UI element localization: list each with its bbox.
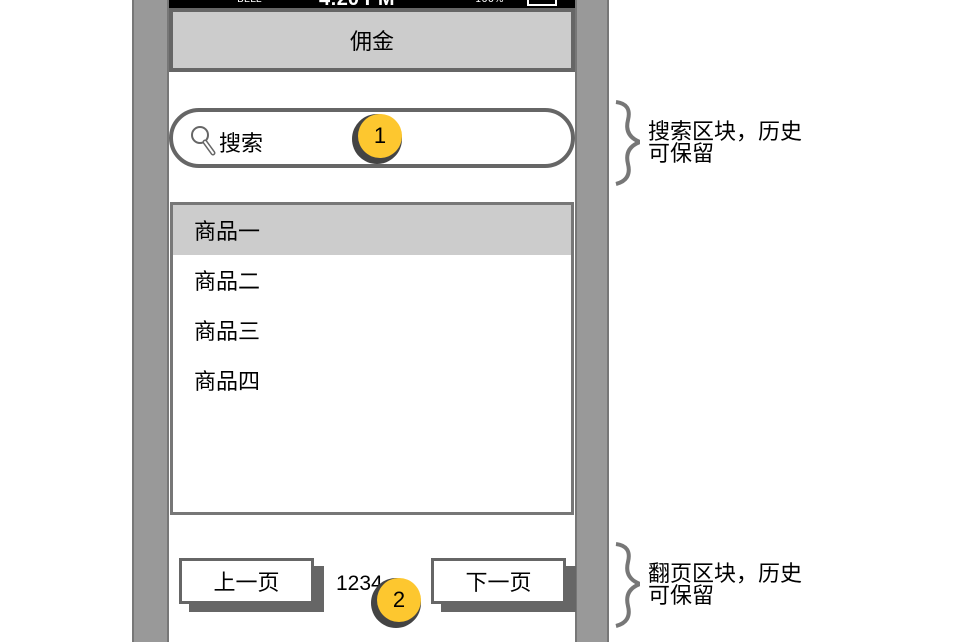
page-numbers[interactable]: 1234 xyxy=(336,572,383,595)
annotation-note-search: 搜索区块，历史 可保留 xyxy=(648,120,803,167)
list-item-label: 商品二 xyxy=(194,270,261,295)
annotation-badge-1: 1 xyxy=(358,114,402,158)
status-time: 4:20 PM xyxy=(319,0,395,8)
list-item[interactable]: 商品二 xyxy=(173,255,571,305)
status-bar: BELL 4:20 PM 100% xyxy=(169,0,575,8)
carrier-label: BELL xyxy=(237,0,261,5)
device-frame-left xyxy=(132,0,169,642)
list-item[interactable]: 商品一 xyxy=(173,205,571,255)
product-list: 商品一 商品二 商品三 商品四 xyxy=(170,202,574,515)
list-item[interactable]: 商品四 xyxy=(173,355,571,405)
list-item-label: 商品四 xyxy=(194,370,261,395)
battery-icon xyxy=(527,0,557,6)
curly-brace-icon xyxy=(615,100,640,186)
curly-brace-icon xyxy=(615,542,640,628)
list-item-label: 商品一 xyxy=(194,220,261,245)
page-title-text: 佣金 xyxy=(349,30,394,55)
annotation-note-pagination: 翻页区块，历史 可保留 xyxy=(648,562,803,609)
search-icon xyxy=(191,126,216,156)
list-item[interactable]: 商品三 xyxy=(173,305,571,355)
page-title: 佣金 xyxy=(169,8,575,72)
search-placeholder: 搜索 xyxy=(219,132,264,157)
next-page-button[interactable]: 下一页 xyxy=(431,558,566,604)
prev-page-button[interactable]: 上一页 xyxy=(179,558,314,604)
annotation-badge-2: 2 xyxy=(377,578,421,622)
list-item-label: 商品三 xyxy=(194,320,261,345)
battery-percent: 100% xyxy=(475,0,504,5)
device-frame-right xyxy=(575,0,609,642)
